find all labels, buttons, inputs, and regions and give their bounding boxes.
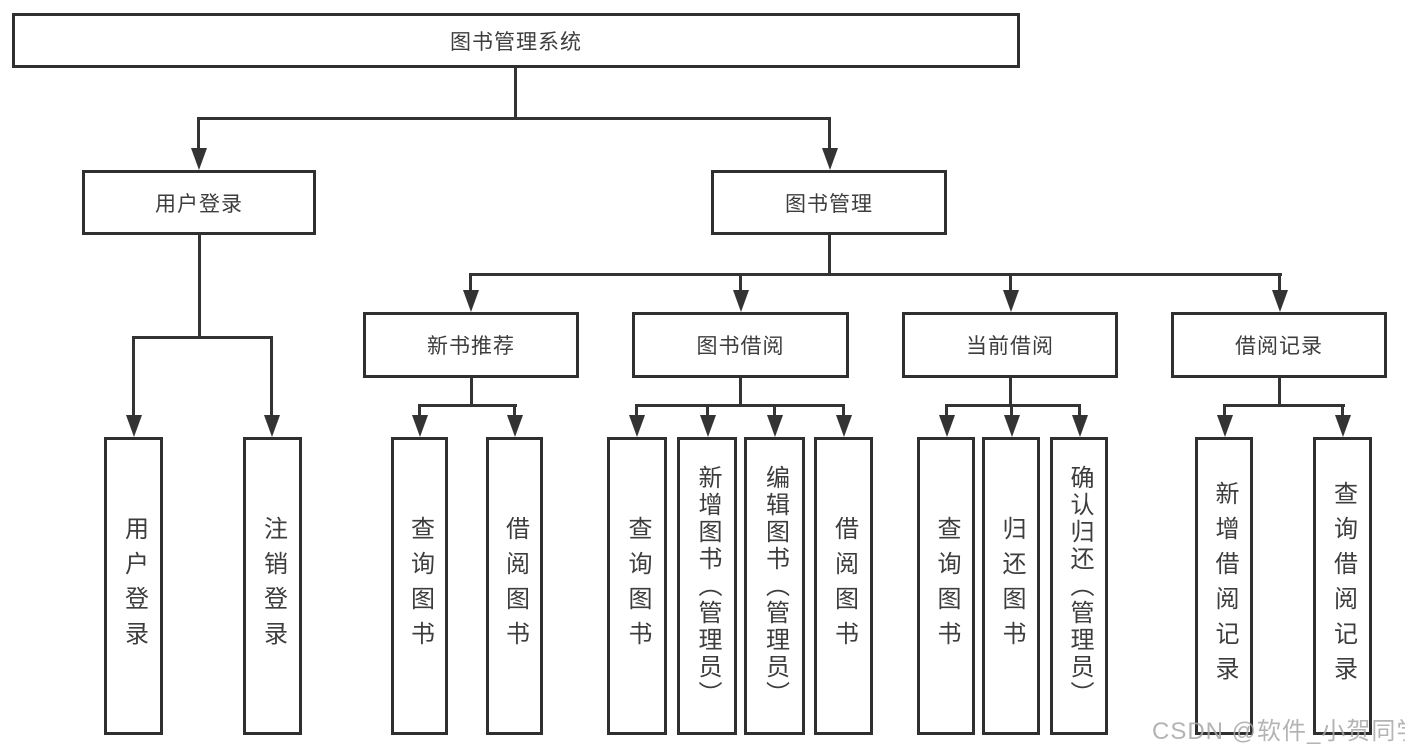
connector-line [1223, 404, 1226, 416]
node-label: 新增借阅记录 [1211, 481, 1238, 691]
node-label: 图书管理系统 [450, 30, 582, 54]
node-edit-books-admin: 编辑图书（管理员） [744, 437, 805, 735]
node-label: 新增图书（管理员） [694, 464, 721, 708]
node-label: 图书管理 [785, 192, 873, 216]
arrow-down-icon [412, 415, 428, 437]
node-label: 确认归还（管理员） [1066, 464, 1093, 708]
node-new-book-recommendation: 新书推荐 [363, 312, 579, 378]
node-book-management: 图书管理 [711, 170, 947, 235]
connector-line [842, 404, 845, 416]
connector-line [1278, 376, 1281, 406]
node-book-borrowing: 图书借阅 [632, 312, 849, 378]
arrow-down-icon [822, 148, 838, 170]
arrow-down-icon [1003, 290, 1019, 312]
node-user-login: 用户登录 [82, 170, 316, 235]
node-current-borrowing: 当前借阅 [902, 312, 1118, 378]
connector-line [514, 67, 517, 118]
node-user-login-action: 用户登录 [104, 437, 163, 735]
node-label: 图书借阅 [696, 335, 785, 358]
connector-line [1278, 273, 1281, 292]
connector-line [1010, 404, 1013, 416]
node-logout: 注销登录 [243, 437, 302, 735]
arrow-down-icon [463, 290, 479, 312]
connector-line [945, 404, 1081, 407]
connector-line [469, 273, 472, 292]
node-library-management-system: 图书管理系统 [12, 13, 1020, 68]
node-label: 查询图书 [624, 516, 651, 656]
node-label: 借阅记录 [1235, 335, 1323, 358]
connector-line [635, 404, 845, 407]
node-add-borrow-record: 新增借阅记录 [1195, 437, 1253, 735]
node-query-books-3: 查询图书 [917, 437, 975, 735]
connector-line [739, 273, 742, 292]
node-label: 借阅图书 [830, 516, 858, 656]
node-query-books-1: 查询图书 [391, 437, 448, 735]
connector-line [773, 404, 776, 416]
node-borrowing-records: 借阅记录 [1171, 312, 1387, 378]
arrow-down-icon [1217, 415, 1233, 437]
arrow-down-icon [1272, 290, 1288, 312]
connector-line [132, 336, 273, 339]
node-borrow-books-1: 借阅图书 [486, 437, 543, 735]
connector-line [828, 234, 831, 276]
arrow-down-icon [836, 415, 852, 437]
node-query-borrow-record: 查询借阅记录 [1313, 437, 1372, 735]
connector-line [1078, 404, 1081, 416]
arrow-down-icon [1335, 415, 1351, 437]
connector-line [1009, 376, 1012, 406]
connector-line [513, 404, 516, 416]
arrow-down-icon [1004, 415, 1020, 437]
node-label: 借阅图书 [501, 516, 529, 656]
node-label: 用户登录 [155, 192, 243, 216]
connector-line [197, 117, 831, 120]
connector-line [418, 404, 421, 416]
arrow-down-icon [733, 290, 749, 312]
node-label: 当前借阅 [966, 335, 1054, 358]
arrow-down-icon [191, 148, 207, 170]
connector-line [418, 404, 517, 407]
connector-line [470, 376, 473, 406]
arrow-down-icon [507, 415, 523, 437]
arrow-down-icon [700, 415, 716, 437]
node-query-books-2: 查询图书 [607, 437, 667, 735]
connector-line [1009, 273, 1012, 292]
connector-line [132, 336, 135, 416]
arrow-down-icon [767, 415, 783, 437]
node-label: 用户登录 [120, 516, 148, 656]
connector-line [198, 234, 201, 339]
node-label: 查询图书 [933, 516, 960, 656]
arrow-down-icon [264, 415, 280, 437]
node-label: 查询图书 [406, 516, 434, 656]
connector-line [270, 336, 273, 416]
connector-line [828, 117, 831, 150]
connector-line [635, 404, 638, 416]
connector-line [1341, 404, 1344, 416]
arrow-down-icon [629, 415, 645, 437]
node-label: 归还图书 [998, 516, 1025, 656]
arrow-down-icon [126, 415, 142, 437]
arrow-down-icon [939, 415, 955, 437]
arrow-down-icon [1072, 415, 1088, 437]
node-borrow-books-2: 借阅图书 [814, 437, 873, 735]
csdn-watermark: CSDN @软件_小贺同学 [1152, 718, 1405, 745]
node-label: 查询借阅记录 [1329, 481, 1357, 691]
node-label: 编辑图书（管理员） [761, 464, 789, 708]
node-label: 注销登录 [259, 516, 287, 656]
node-add-books-admin: 新增图书（管理员） [677, 437, 737, 735]
node-label: 新书推荐 [427, 335, 515, 358]
connector-line [945, 404, 948, 416]
connector-line [706, 404, 709, 416]
node-confirm-return-admin: 确认归还（管理员） [1050, 437, 1108, 735]
connector-line [1223, 404, 1345, 407]
connector-line [197, 117, 200, 150]
connector-line [739, 376, 742, 406]
connector-line [469, 273, 1282, 276]
node-return-books: 归还图书 [982, 437, 1040, 735]
